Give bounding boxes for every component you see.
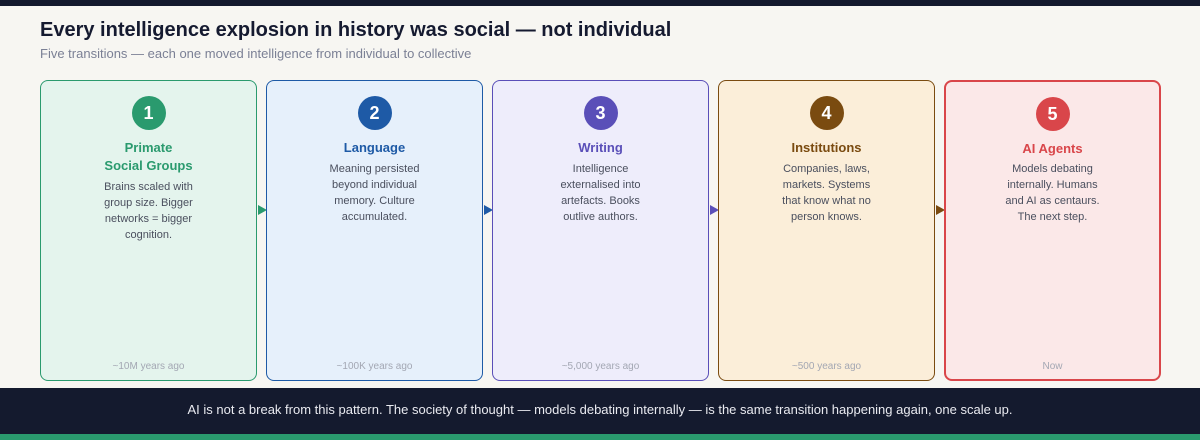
stage-title-line-1: Institutions <box>791 140 862 155</box>
arrow-right-icon <box>258 205 267 215</box>
stage-number-badge: 4 <box>809 96 844 130</box>
stage-number-badge: 3 <box>583 96 618 130</box>
footer-banner: AI is not a break from this pattern. The… <box>0 388 1200 434</box>
stage-description: Brains scaled with group size. Bigger ne… <box>104 181 193 241</box>
stage-title-line-1: AI Agents <box>1022 141 1083 156</box>
stage-number-badge: 2 <box>357 96 392 130</box>
stage-title: Writing <box>503 139 698 157</box>
stage-card-writing: 3 Writing Intelligence externalised into… <box>492 80 709 381</box>
stage-era: Now <box>1042 361 1063 372</box>
stage-title-line-1: Language <box>343 140 406 155</box>
stage-description: Models debating internally. Humans and A… <box>1005 163 1100 223</box>
arrow-right-icon <box>484 205 493 215</box>
stage-title: AI Agents <box>956 140 1149 158</box>
stage-number-badge: 5 <box>1035 97 1070 131</box>
stage-title: Language <box>277 139 472 157</box>
stage-era: ~5,000 years ago <box>561 361 640 372</box>
stage-card-ai-agents: 5 AI Agents Models debating internally. … <box>944 80 1161 381</box>
bottom-accent-bar <box>0 434 1200 440</box>
stage-title-line-1: Primate <box>124 140 173 155</box>
stage-title: Institutions <box>729 139 924 157</box>
page-subtitle: Five transitions — each one moved intell… <box>40 46 472 61</box>
stage-title: Primate Social Groups <box>51 139 246 175</box>
page-title: Every intelligence explosion in history … <box>40 19 672 41</box>
stage-description: Companies, laws, markets. Systems that k… <box>782 163 871 223</box>
stage-description: Meaning persisted beyond individual memo… <box>329 163 420 223</box>
stage-era: ~100K years ago <box>336 361 413 372</box>
stage-card-institutions: 4 Institutions Companies, laws, markets.… <box>718 80 935 381</box>
arrow-right-icon <box>936 205 945 215</box>
arrow-right-icon <box>710 205 719 215</box>
stage-description: Intelligence externalised into artefacts… <box>560 163 641 223</box>
stage-title-line-2: Social Groups <box>104 158 193 173</box>
stage-era: ~10M years ago <box>112 361 185 372</box>
top-accent-bar <box>0 0 1200 6</box>
stage-era: ~500 years ago <box>791 361 862 372</box>
stage-number-badge: 1 <box>131 96 166 130</box>
stage-card-language: 2 Language Meaning persisted beyond indi… <box>266 80 483 381</box>
stage-card-primate: 1 Primate Social Groups Brains scaled wi… <box>40 80 257 381</box>
stage-title-line-1: Writing <box>578 140 623 155</box>
